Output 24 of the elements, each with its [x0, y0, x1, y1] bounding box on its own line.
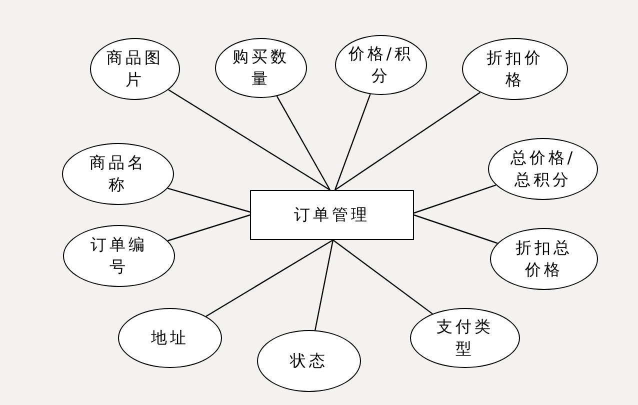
entity-box	[250, 190, 414, 240]
connector-line	[314, 240, 334, 330]
connector-line	[414, 184, 496, 214]
attribute-label: 折扣总价格	[514, 237, 574, 281]
attribute-label: 总价格/总积分	[509, 147, 577, 191]
connector-line	[168, 89, 330, 190]
attribute-label: 地址	[150, 327, 190, 349]
attribute-label: 折扣价格	[486, 47, 544, 91]
connector-line	[168, 188, 250, 213]
connector-line	[334, 92, 481, 190]
connector-line	[206, 239, 334, 317]
connector-line	[332, 240, 433, 314]
attribute-label: 价格/积分	[347, 43, 415, 87]
attribute-label: 支付类型	[436, 316, 494, 360]
entity-label: 订单管理	[293, 204, 371, 226]
connector-line	[168, 214, 250, 242]
connector-line	[334, 94, 371, 190]
connector-line	[414, 214, 498, 244]
attribute-label: 购买数量	[232, 46, 290, 90]
attribute-label: 状态	[288, 350, 329, 372]
attribute-label: 订单编号	[90, 234, 148, 278]
attribute-label: 商品图片	[106, 47, 164, 91]
connector-line	[276, 96, 331, 190]
attribute-label: 商品名称	[88, 152, 148, 196]
